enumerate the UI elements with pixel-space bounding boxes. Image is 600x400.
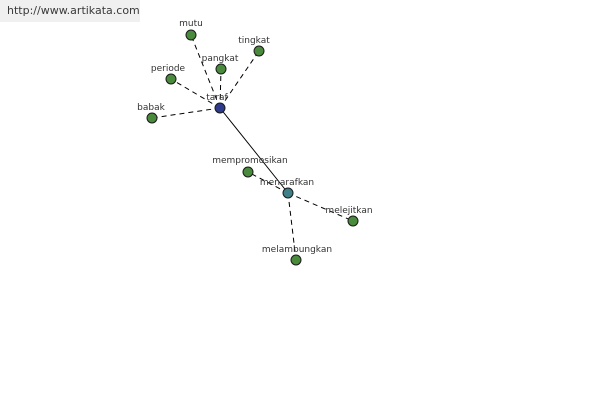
edge-menarafkan-melambungkan <box>287 192 297 261</box>
nodes-layer <box>146 29 359 266</box>
watermark-url: http://www.artikata.com <box>0 0 140 22</box>
node-mempromosikan[interactable] <box>242 166 254 178</box>
node-mutu[interactable] <box>185 29 197 41</box>
node-periode[interactable] <box>165 73 177 85</box>
edge-menarafkan-mempromosikan <box>247 171 289 194</box>
node-label-pangkat: pangkat <box>202 54 239 64</box>
node-label-periode: periode <box>151 64 186 74</box>
edge-taraf-pangkat <box>219 68 222 109</box>
node-label-mutu: mutu <box>179 19 203 29</box>
node-melejitkan[interactable] <box>347 215 359 227</box>
edge-taraf-periode <box>170 78 221 109</box>
node-pangkat[interactable] <box>215 63 227 75</box>
node-taraf[interactable] <box>214 102 226 114</box>
edge-menarafkan-melejitkan <box>287 192 354 222</box>
node-tingkat[interactable] <box>253 45 265 57</box>
edge-taraf-menarafkan <box>219 107 289 194</box>
node-label-taraf: taraf <box>206 93 228 103</box>
node-label-babak: babak <box>137 103 165 113</box>
node-label-melambungkan: melambungkan <box>262 245 332 255</box>
edge-taraf-mutu <box>190 34 221 109</box>
edge-taraf-tingkat <box>219 50 260 109</box>
node-menarafkan[interactable] <box>282 187 294 199</box>
node-babak[interactable] <box>146 112 158 124</box>
node-label-melejitkan: melejitkan <box>325 206 372 216</box>
edges-layer <box>151 34 354 261</box>
edge-taraf-babak <box>151 107 221 119</box>
node-melambungkan[interactable] <box>290 254 302 266</box>
node-label-menarafkan: menarafkan <box>260 178 314 188</box>
node-label-mempromosikan: mempromosikan <box>212 156 288 166</box>
node-label-tingkat: tingkat <box>238 36 270 46</box>
labels-layer: taraf mutu tingkat pangkat periode babak menar… <box>137 19 372 255</box>
